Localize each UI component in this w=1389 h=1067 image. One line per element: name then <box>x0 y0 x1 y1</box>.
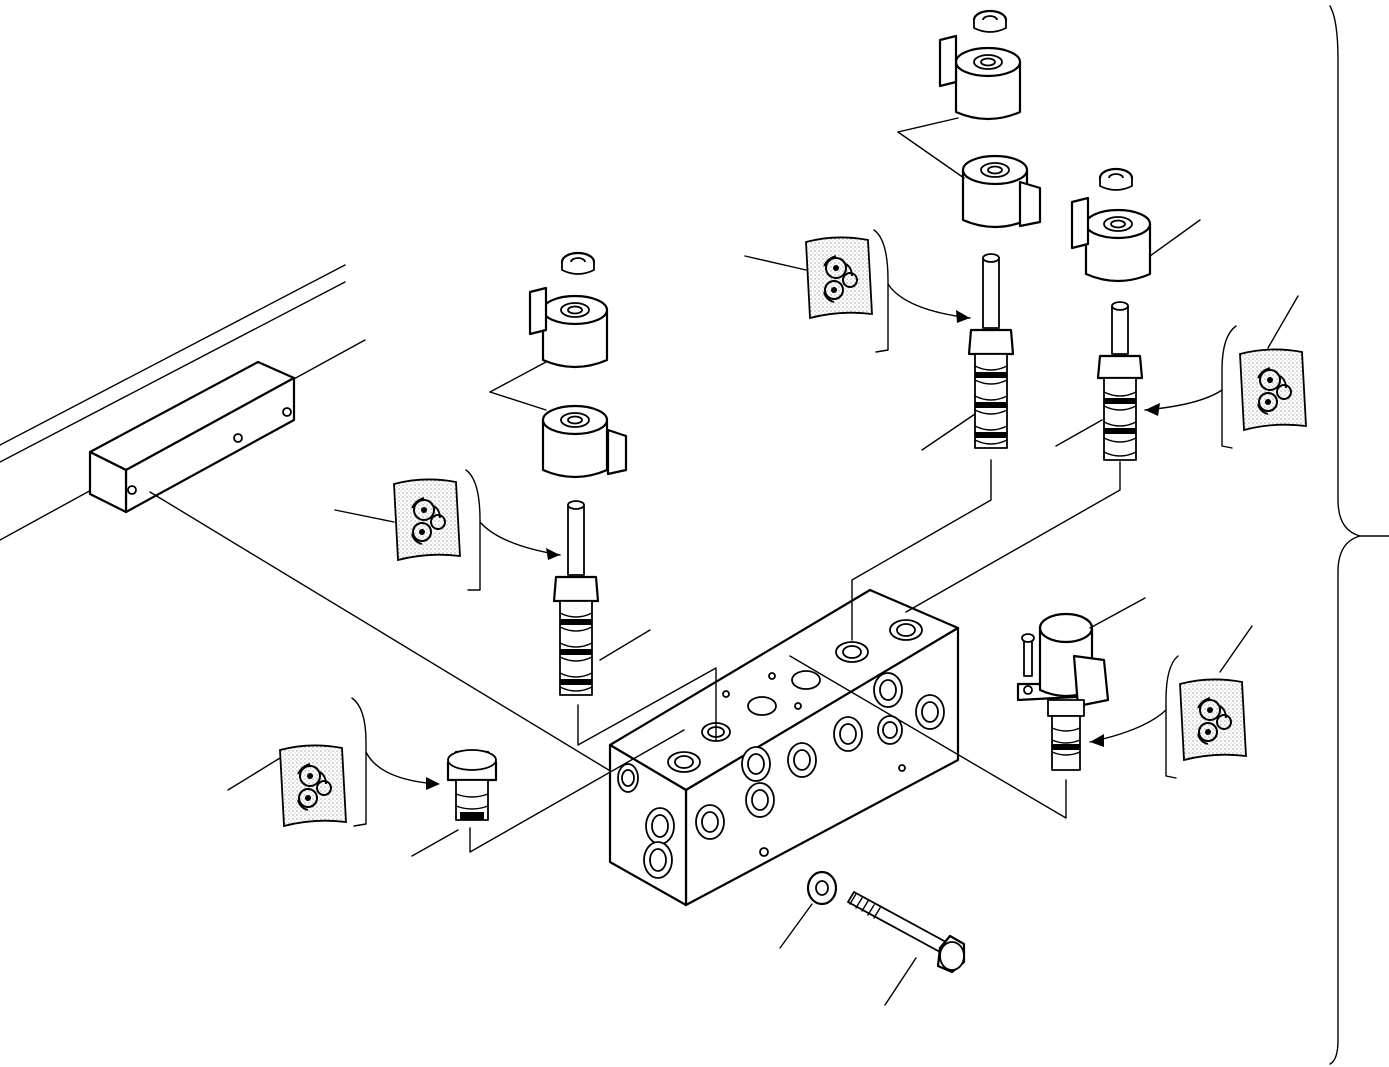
small-cartridge-valve <box>227 697 685 857</box>
washer <box>779 870 838 949</box>
center-solenoid-valve <box>744 9 1042 641</box>
manifold-block <box>608 588 960 907</box>
right-solenoid-valve <box>905 167 1307 613</box>
grouping-brace <box>1329 5 1389 1065</box>
pressure-valve <box>789 597 1253 819</box>
left-solenoid-valve <box>334 251 717 746</box>
mounting-bracket <box>0 264 613 773</box>
bolt <box>847 891 966 1006</box>
